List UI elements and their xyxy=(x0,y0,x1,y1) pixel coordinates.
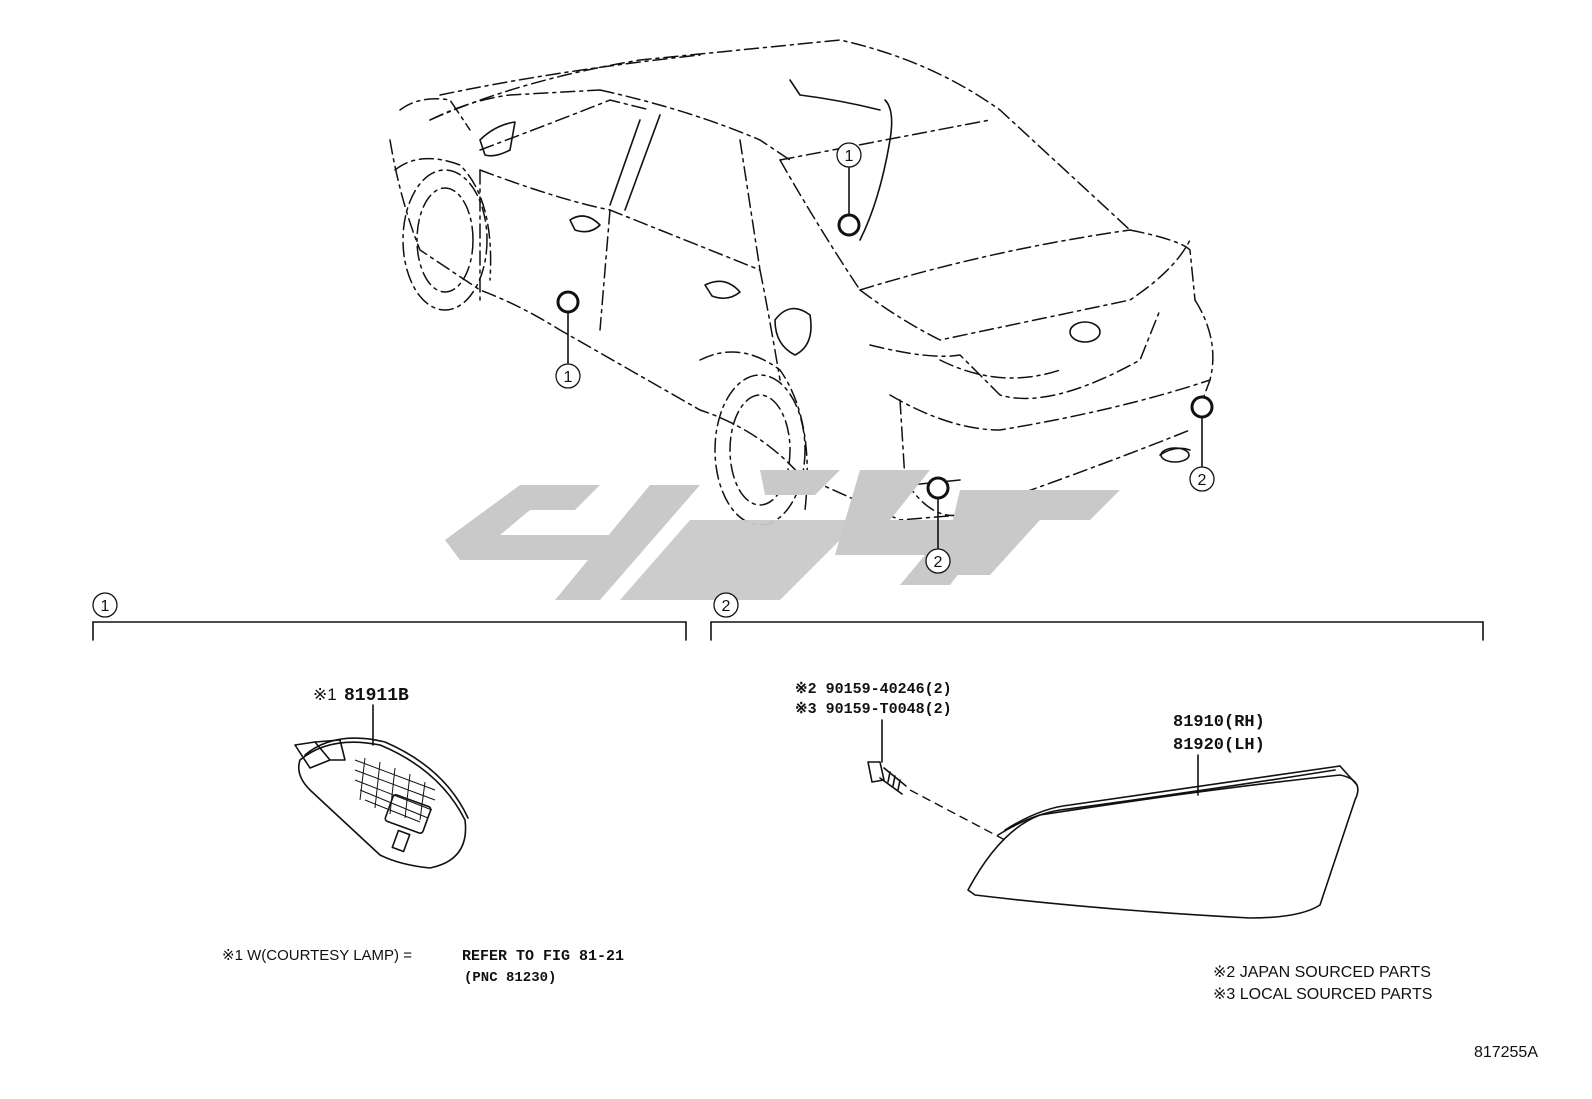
car-outline xyxy=(389,39,1214,526)
courtesy-lamp-icon xyxy=(294,704,469,869)
reflector-lamp-icon xyxy=(967,754,1359,919)
note1-ref: REFER TO FIG 81-21 xyxy=(462,948,624,965)
callout-rear-left xyxy=(925,548,951,574)
callout-roof xyxy=(836,142,862,168)
bolt-line2: ※3 90159-T0048(2) xyxy=(795,701,952,718)
legend-line1: ※2 JAPAN SOURCED PARTS xyxy=(1213,964,1431,981)
watermark-logo xyxy=(445,470,1120,600)
section2-bracket: 2 xyxy=(710,592,1484,641)
marker-roof xyxy=(837,213,861,237)
callout-rear-left-label: 2 xyxy=(934,554,943,571)
callout-rear-right-label: 2 xyxy=(1198,472,1207,489)
marker-side xyxy=(556,290,580,314)
marker-rear-right xyxy=(1190,395,1214,419)
callout-roof-label: 1 xyxy=(845,148,854,165)
callout-rear-right xyxy=(1189,466,1215,492)
marker-rear-left xyxy=(926,476,950,500)
lamp-rh: 81910(RH) xyxy=(1173,713,1265,732)
lamp-lh: 81920(LH) xyxy=(1173,736,1265,755)
section1-label: 1 xyxy=(101,598,110,615)
marker-group: 1 1 2 2 xyxy=(555,142,1215,574)
figure-code: 817255A xyxy=(1474,1044,1538,1061)
legend-line2: ※3 LOCAL SOURCED PARTS xyxy=(1213,986,1432,1003)
note1-pnc: (PNC 81230) xyxy=(464,970,556,986)
part1-number: 81911B xyxy=(344,686,409,706)
note1-prefix: ※1 W(COURTESY LAMP) = xyxy=(222,947,412,964)
section1-bracket: 1 xyxy=(92,592,687,641)
section2-label: 2 xyxy=(722,598,731,615)
part1-prefix: ※1 xyxy=(313,685,337,704)
bolt-icon xyxy=(867,719,1006,841)
callout-side xyxy=(555,363,581,389)
bolt-line1: ※2 90159-40246(2) xyxy=(795,681,952,698)
callout-side-label: 1 xyxy=(564,369,573,386)
